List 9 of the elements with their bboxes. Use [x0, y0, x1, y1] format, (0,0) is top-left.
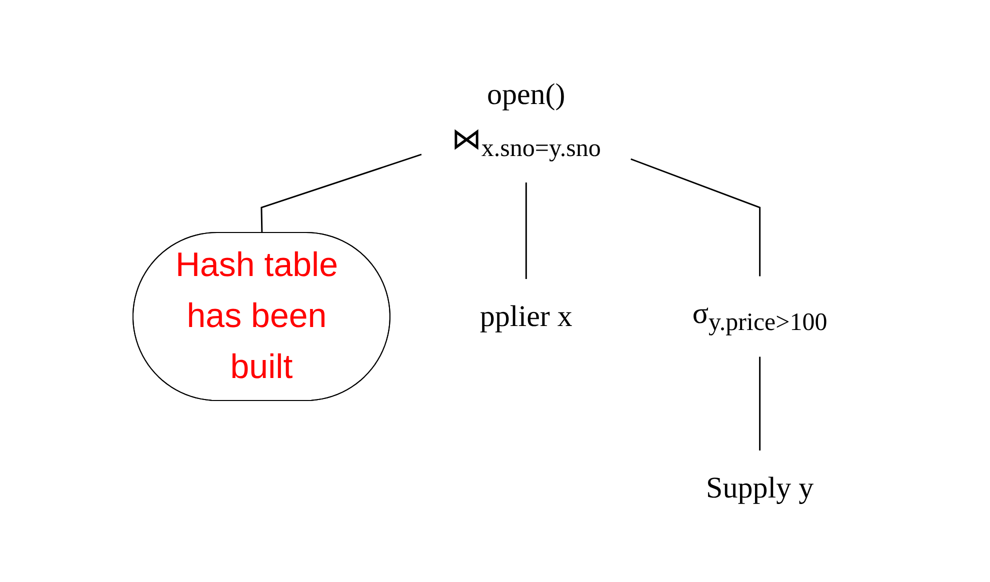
node-text: ⋈$_{x.sno=y.sno}$ — [451, 122, 601, 162]
connector — [525, 182, 527, 279]
connector — [260, 154, 422, 233]
connector — [630, 158, 760, 276]
node-text: Supply y — [706, 471, 814, 504]
node-text: pplier x — [480, 300, 572, 333]
connector — [758, 356, 760, 450]
node-label: open() — [486, 78, 566, 111]
node-text: σ$_{y.price>100}$ — [692, 296, 828, 336]
